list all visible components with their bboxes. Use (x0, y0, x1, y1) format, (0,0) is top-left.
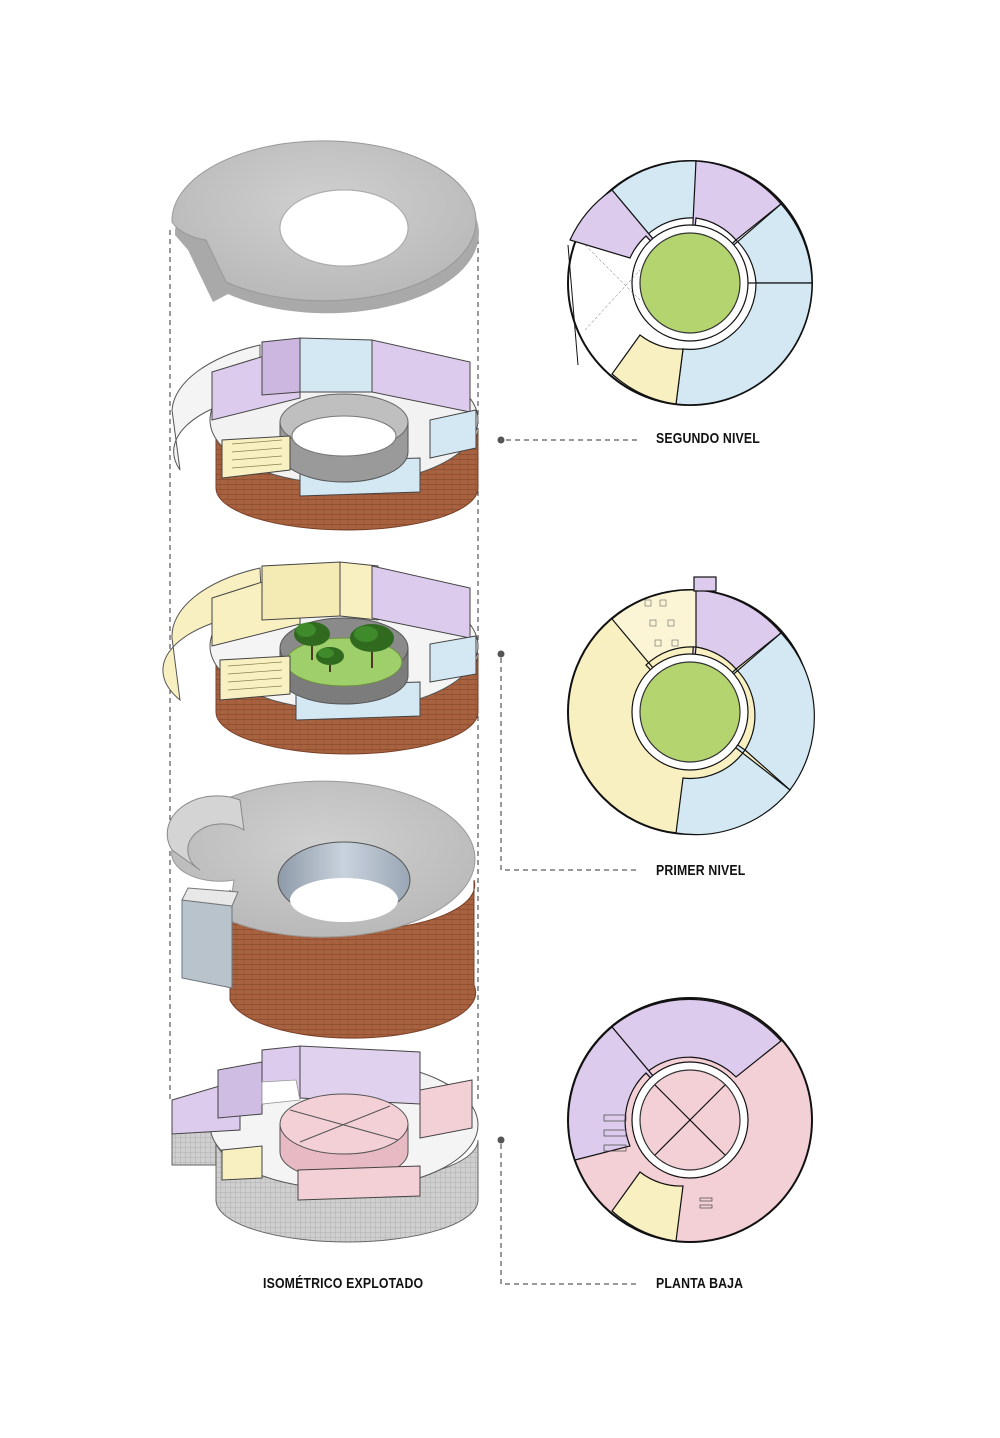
tree-icon (294, 622, 330, 660)
label-primer-nivel: PRIMER NIVEL (656, 862, 746, 879)
leader-lines (497, 436, 640, 1285)
label-isometrico: ISOMÉTRICO EXPLOTADO (263, 1275, 424, 1292)
label-segundo-nivel: SEGUNDO NIVEL (656, 430, 760, 447)
iso-second-level (171, 337, 479, 531)
iso-ground-slab (166, 780, 477, 1039)
iso-first-level (162, 561, 479, 755)
tree-icon (316, 647, 344, 672)
iso-ground-floor (171, 1045, 479, 1243)
label-planta-baja: PLANTA BAJA (656, 1275, 744, 1292)
plan-primer-nivel (567, 576, 815, 836)
plan-planta-baja (567, 997, 813, 1243)
plan-segundo-nivel (567, 160, 813, 406)
tree-icon (350, 624, 394, 668)
iso-roof-slab (171, 140, 479, 314)
